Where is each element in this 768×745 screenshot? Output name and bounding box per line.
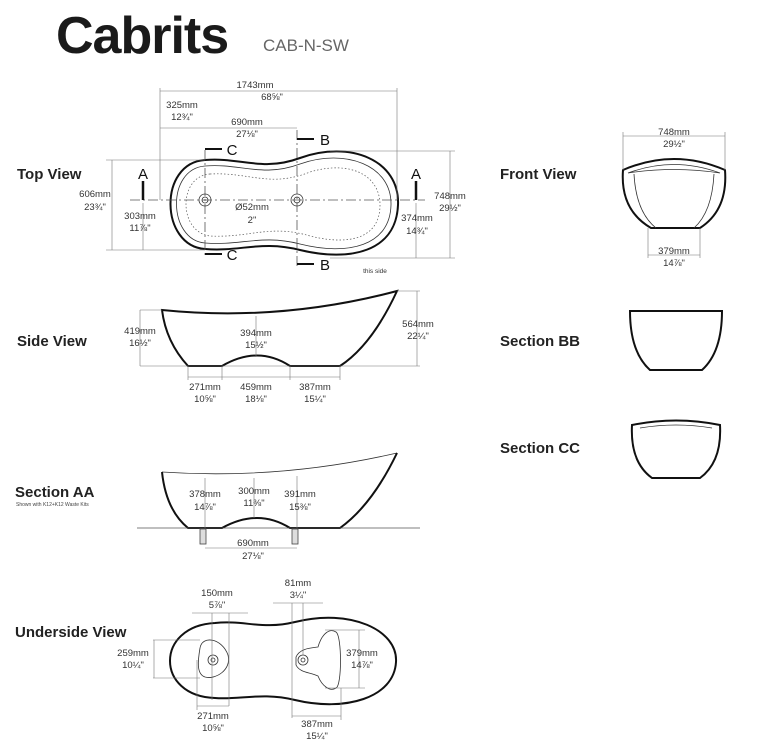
- dim-aa-right-depth-mm: 391mm: [284, 489, 316, 500]
- dim-right-half-in: 14¾": [406, 226, 428, 237]
- dim-front-base-in: 14⅞": [663, 258, 685, 269]
- dim-drain-offset-in: 12¾": [171, 112, 193, 123]
- top-view-drawing: A A C C B B 1743mm 68⅝" 325mm 12¾" 690mm…: [79, 80, 466, 275]
- section-aa-drawing: 378mm 14⅞" 300mm 11⅜" 391mm 15⅜" 690mm 2…: [137, 452, 420, 562]
- front-view-label: Front View: [500, 166, 577, 183]
- dim-drain-spacing-mm: 690mm: [231, 117, 263, 128]
- dim-left-width-in: 23¾": [84, 202, 106, 213]
- dim-left-recess-width-in: 5⅞": [209, 600, 226, 611]
- dim-length-mm: 1743mm: [237, 80, 274, 91]
- section-cc-label: Section CC: [500, 440, 581, 457]
- dim-drain-spacing-in: 27⅛": [236, 129, 258, 140]
- dim-right-offset-mm: 81mm: [285, 578, 311, 589]
- dim-underside-left-base-in: 10⅝": [202, 723, 224, 734]
- this-side-note: this side: [363, 268, 387, 275]
- dim-length-in: 68⅝": [261, 92, 283, 103]
- section-b-bottom-marker: B: [320, 257, 330, 274]
- dim-side-right-height-in: 22¼": [407, 331, 429, 342]
- section-c-top-marker: C: [227, 142, 238, 159]
- dim-drain-diameter-mm: Ø52mm: [235, 202, 269, 213]
- dim-drain-diameter-in: 2": [248, 215, 257, 226]
- dim-right-recess-height-mm: 379mm: [346, 648, 378, 659]
- section-b-top-marker: B: [320, 132, 330, 149]
- section-a-left-marker: A: [138, 166, 148, 183]
- section-aa-label: Section AA: [15, 484, 95, 501]
- dim-side-left-height-mm: 419mm: [124, 326, 156, 337]
- dim-base-mid-in: 18⅛": [245, 394, 267, 405]
- dim-base-right-mm: 387mm: [299, 382, 331, 393]
- underside-view-label: Underside View: [15, 624, 127, 641]
- dim-aa-right-depth-in: 15⅜": [289, 502, 311, 513]
- dim-left-width-mm: 606mm: [79, 189, 111, 200]
- dim-front-base-mm: 379mm: [658, 246, 690, 257]
- side-view-drawing: 419mm 16½" 394mm 15½" 564mm 22¼" 271mm 1…: [124, 289, 434, 405]
- dim-base-left-in: 10⅝": [194, 394, 216, 405]
- top-view-label: Top View: [17, 166, 82, 183]
- dim-side-right-height-mm: 564mm: [402, 319, 434, 330]
- section-aa-note: Shown with K12+K12 Waste Kits: [16, 502, 89, 508]
- dim-left-recess-height-in: 10¼": [122, 660, 144, 671]
- dim-aa-mid-depth-mm: 300mm: [238, 486, 270, 497]
- front-view-drawing: 748mm 29½" 379mm 14⅞": [621, 127, 727, 269]
- dim-aa-left-depth-in: 14⅞": [194, 502, 216, 513]
- section-bb-drawing: [628, 310, 724, 371]
- dim-base-mid-mm: 459mm: [240, 382, 272, 393]
- dim-right-width-in: 29½": [439, 203, 461, 214]
- section-c-bottom-marker: C: [227, 247, 238, 264]
- dim-left-half-in: 11⅞": [129, 223, 150, 234]
- dim-right-width-mm: 748mm: [434, 191, 466, 202]
- dim-front-width-in: 29½": [663, 139, 685, 150]
- dim-left-half-mm: 303mm: [124, 211, 156, 222]
- dim-underside-left-base-mm: 271mm: [197, 711, 229, 722]
- dim-left-recess-height-mm: 259mm: [117, 648, 149, 659]
- dim-aa-drain-spacing-in: 27⅛": [242, 551, 264, 562]
- dim-base-left-mm: 271mm: [189, 382, 221, 393]
- dim-underside-right-base-in: 15¼": [306, 731, 328, 742]
- dim-aa-mid-depth-in: 11⅜": [243, 498, 264, 509]
- dim-right-half-mm: 374mm: [401, 213, 433, 224]
- dim-side-left-height-in: 16½": [129, 338, 151, 349]
- dim-underside-right-base-mm: 387mm: [301, 719, 333, 730]
- product-title: Cabrits: [56, 7, 229, 65]
- dim-front-width-mm: 748mm: [658, 127, 690, 138]
- dim-base-right-in: 15¼": [304, 394, 326, 405]
- dim-side-mid-depth-mm: 394mm: [240, 328, 272, 339]
- dim-aa-left-depth-mm: 378mm: [189, 489, 221, 500]
- dim-aa-drain-spacing-mm: 690mm: [237, 538, 269, 549]
- underside-view-drawing: 150mm 5⅞" 81mm 3¼" 259mm 10¼" 379mm 14⅞"…: [117, 578, 398, 742]
- dim-side-mid-depth-in: 15½": [245, 340, 267, 351]
- model-code: CAB-N-SW: [263, 36, 349, 55]
- section-a-right-marker: A: [411, 166, 421, 183]
- section-cc-drawing: [630, 419, 722, 479]
- side-view-label: Side View: [17, 333, 87, 350]
- dim-left-recess-width-mm: 150mm: [201, 588, 233, 599]
- dim-drain-offset-mm: 325mm: [166, 100, 198, 111]
- dim-right-offset-in: 3¼": [290, 590, 307, 601]
- section-bb-label: Section BB: [500, 333, 581, 350]
- dim-right-recess-height-in: 14⅞": [351, 660, 373, 671]
